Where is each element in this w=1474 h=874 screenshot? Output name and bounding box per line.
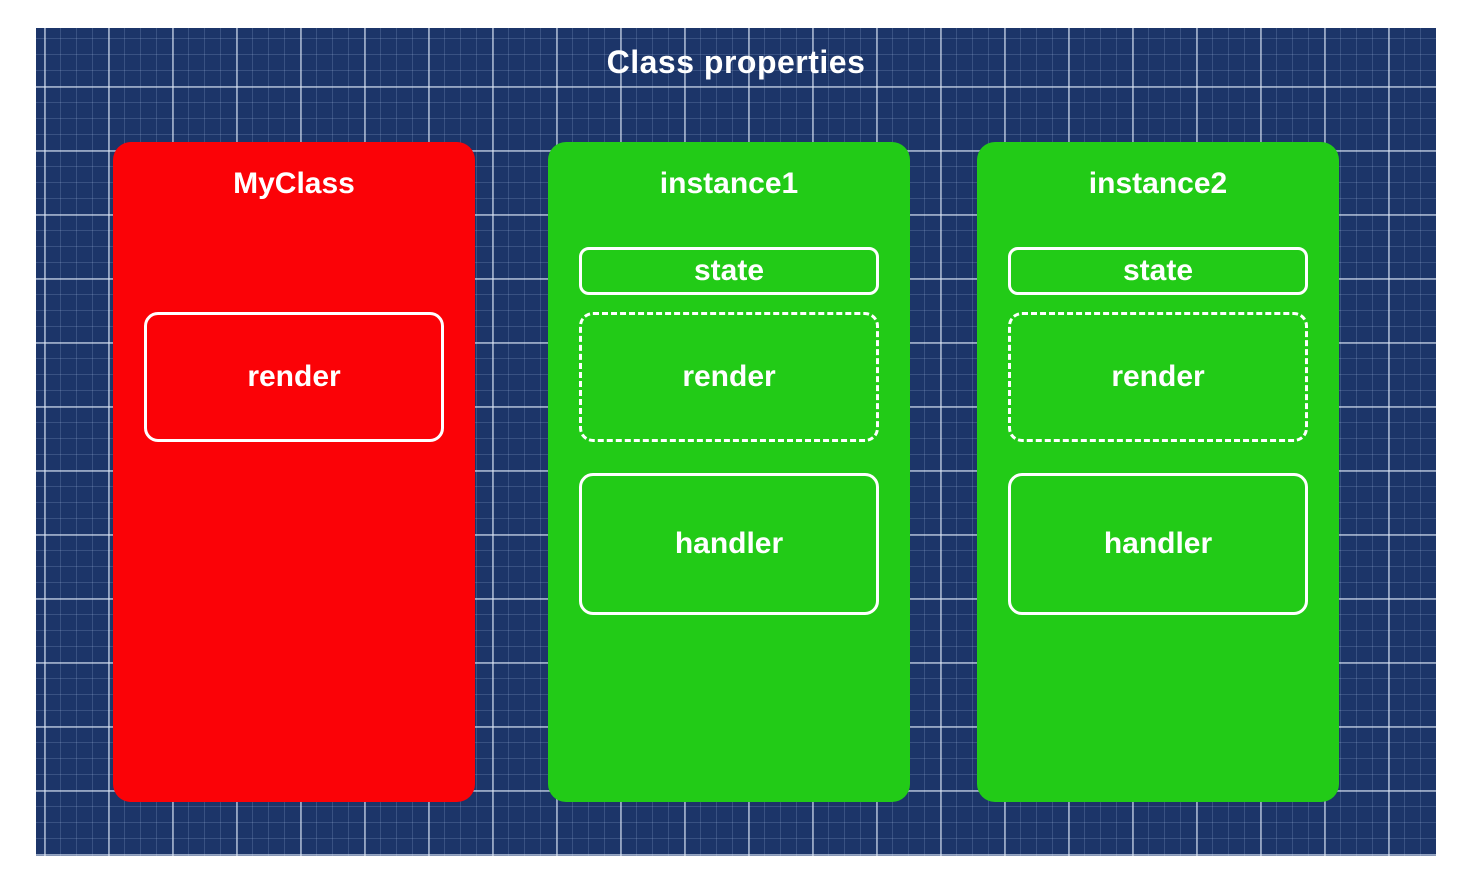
handler-box: handler <box>1008 473 1308 615</box>
method-box-render-label: render <box>247 360 341 393</box>
handler-box-label: handler <box>674 527 784 560</box>
card-instance1: instance1 state render handler <box>548 142 910 802</box>
blueprint-grid: Class properties MyClass render instance… <box>36 28 1436 856</box>
method-box-render-label: render <box>682 360 776 393</box>
method-box-render: render <box>144 312 444 442</box>
card-title-instance1: instance1 <box>659 167 799 200</box>
card-title-instance2: instance2 <box>1088 167 1228 200</box>
handler-box-label: handler <box>1103 527 1213 560</box>
card-instance2: instance2 state render handler <box>977 142 1339 802</box>
method-box-render-label: render <box>1111 360 1205 393</box>
diagram-title: Class properties <box>606 44 866 80</box>
state-box-label: state <box>693 254 765 287</box>
state-box: state <box>579 247 879 295</box>
method-box-render-inherited: render <box>579 312 879 442</box>
card-title-myclass: MyClass <box>233 167 355 200</box>
method-box-render-inherited: render <box>1008 312 1308 442</box>
state-box-label: state <box>1122 254 1194 287</box>
card-myclass: MyClass render <box>113 142 475 802</box>
state-box: state <box>1008 247 1308 295</box>
handler-box: handler <box>579 473 879 615</box>
